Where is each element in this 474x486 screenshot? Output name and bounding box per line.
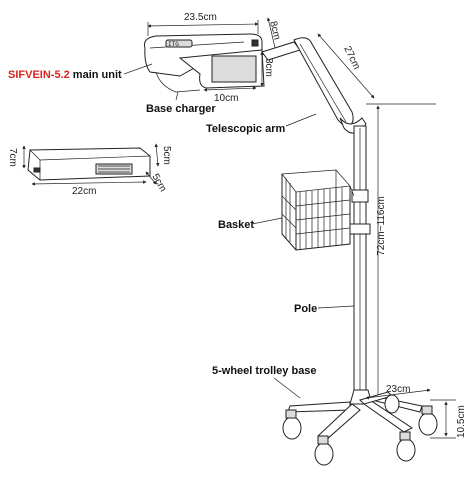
base-charger-label: Base charger	[146, 103, 216, 115]
side-length-label: 22cm	[72, 186, 96, 197]
dim-side-depth-right: 5cm	[154, 143, 172, 167]
pole-drawing	[349, 125, 371, 393]
main-height-label: 8cm	[267, 20, 282, 41]
basket-label: Basket	[218, 219, 254, 231]
svg-text:ITG: ITG	[168, 41, 179, 48]
base-width-label: 23cm	[386, 384, 410, 395]
dim-charger-width: 10cm	[203, 86, 257, 104]
trolley-base-label: 5-wheel trolley base	[212, 365, 317, 377]
dim-main-height: 8cm	[266, 17, 282, 53]
dim-base-height: 10.5cm	[430, 399, 467, 439]
charger-width-label: 10cm	[214, 93, 238, 104]
wheel-icon	[314, 442, 334, 466]
main-unit-label: SIFVEIN-5.2 main unit	[8, 69, 122, 81]
dim-side-length: 22cm	[31, 180, 147, 197]
side-view-drawing	[27, 147, 151, 181]
pole-height-label: 72cm~116cm	[376, 196, 387, 256]
side-depth-bottom-label: 5cm	[149, 172, 168, 194]
dim-side-height: 7cm	[7, 145, 26, 169]
trolley-base-drawing	[282, 389, 438, 466]
main-length-label: 23.5cm	[184, 12, 217, 23]
dim-base-width: 23cm	[365, 384, 431, 400]
side-height-label: 7cm	[7, 148, 18, 167]
main-unit-drawing: ITG	[144, 33, 263, 77]
display-icon	[165, 39, 193, 48]
pole-label: Pole	[294, 303, 317, 315]
telescopic-arm-label: Telescopic arm	[206, 123, 285, 135]
base-charger-drawing	[155, 49, 265, 93]
wheel-icon	[282, 416, 302, 440]
dim-pole-height: 72cm~116cm	[366, 103, 436, 401]
side-depth-right-label: 5cm	[161, 146, 172, 165]
base-height-label: 10.5cm	[456, 405, 467, 438]
charger-height-label: 8cm	[263, 58, 274, 77]
dim-main-length: 23.5cm	[147, 12, 259, 36]
dim-charger-height: 8cm	[260, 51, 274, 87]
arm-length-label: 27cm	[341, 44, 362, 71]
wheel-icon	[418, 412, 438, 436]
basket-drawing	[281, 169, 355, 251]
wheel-icon	[384, 394, 400, 414]
wheel-icon	[396, 438, 416, 462]
